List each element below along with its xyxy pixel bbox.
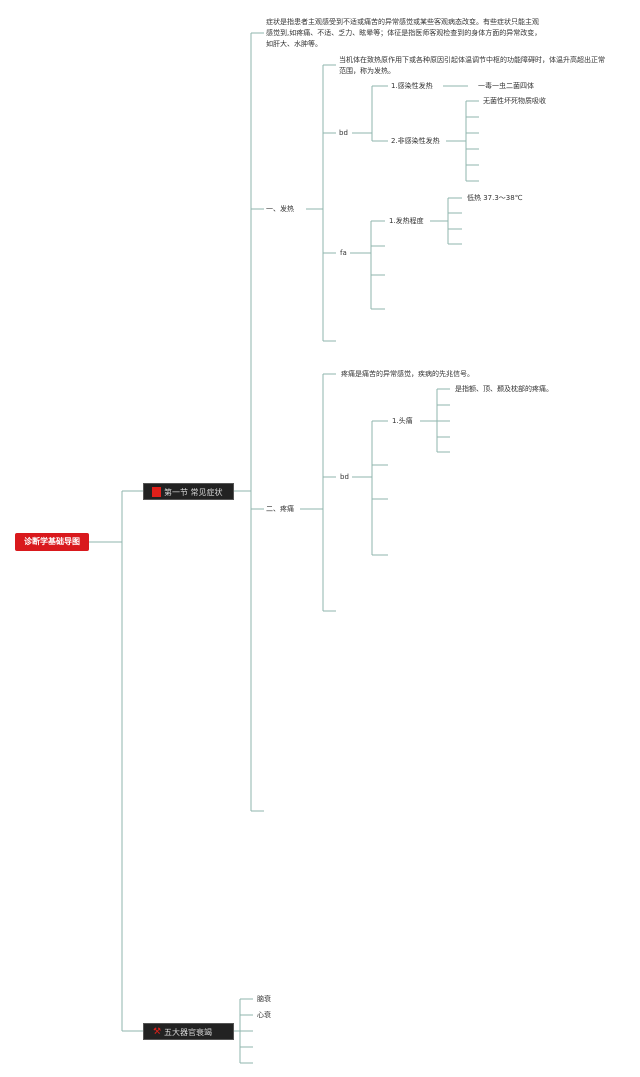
fever-bd-label[interactable]: bd: [339, 129, 348, 137]
fever-degree[interactable]: 1.发热程度: [389, 217, 424, 225]
fever-fa-label[interactable]: fa: [340, 249, 347, 257]
section-node-label: 五大器官衰竭: [164, 1028, 212, 1037]
root-node[interactable]: 诊断学基础导图: [15, 533, 89, 551]
infectious-fever[interactable]: 1.感染性发热: [391, 82, 433, 90]
section-node-common-symptoms[interactable]: 第一节 常见症状: [143, 483, 234, 500]
noninfectious-fever-detail: 无菌性坏死物质吸收: [483, 97, 546, 105]
infectious-fever-detail: 一毒一虫二菌四体: [478, 82, 534, 90]
section-node-organ-failure[interactable]: ⚒ 五大器官衰竭: [143, 1023, 234, 1040]
topic-fever[interactable]: 一、发热: [266, 205, 294, 213]
tool-icon: ⚒: [153, 1027, 162, 1037]
section-node-label: 第一节 常见症状: [164, 488, 223, 497]
fever-definition: 当机体在致热原作用下或各种原因引起体温调节中枢的功能障碍时，体温升高超出正常范围…: [339, 56, 605, 75]
noninfectious-fever[interactable]: 2.非感染性发热: [391, 137, 440, 145]
flag-icon: [152, 487, 161, 497]
topic-pain[interactable]: 二、疼痛: [266, 505, 294, 513]
headache[interactable]: 1.头痛: [392, 417, 413, 425]
pain-bd-label[interactable]: bd: [340, 473, 349, 481]
brain-failure[interactable]: 脑衰: [257, 995, 271, 1003]
pain-definition: 疼痛是痛苦的异常感觉，疾病的先兆信号。: [341, 370, 474, 378]
headache-detail: 是指额、顶、颞及枕部的疼痛。: [455, 385, 553, 393]
fever-degree-detail: 低热 37.3～38℃: [467, 194, 523, 202]
intro-text: 症状是指患者主观感受到不适或痛苦的异常感觉或某些客观病态改变。有些症状只能主观感…: [266, 18, 542, 48]
heart-failure[interactable]: 心衰: [257, 1011, 271, 1019]
